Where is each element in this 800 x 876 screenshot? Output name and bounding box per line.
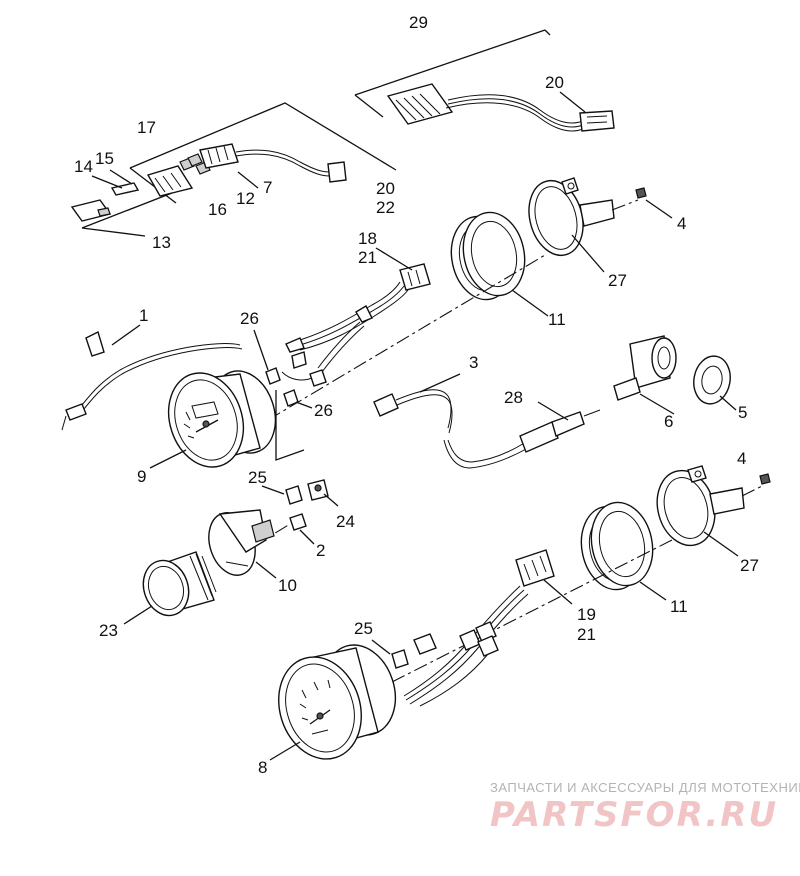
label-11: 11: [670, 597, 688, 616]
harness-19: [403, 549, 555, 707]
label-16: 16: [208, 200, 227, 219]
label-14: 14: [74, 157, 93, 176]
bracket-27-upper: [528, 177, 615, 257]
label-20: 20: [376, 179, 395, 198]
cup-10: [208, 509, 275, 576]
part-labels: 29 20 17 15 14 7 12 16 20 22 13 4 27 18 …: [74, 13, 759, 777]
label-28: 28: [504, 388, 523, 407]
harness-28: [443, 409, 601, 469]
nut-4-upper: [635, 187, 647, 199]
harness-group-17: [129, 102, 397, 204]
label-13: 13: [152, 233, 171, 252]
label-2: 2: [316, 541, 325, 560]
label-5: 5: [738, 403, 747, 422]
label-21: 21: [358, 248, 377, 267]
label-29: 29: [409, 13, 428, 32]
label-10: 10: [278, 576, 297, 595]
label-25: 25: [354, 619, 373, 638]
label-7: 7: [263, 178, 272, 197]
label-27: 27: [740, 556, 759, 575]
label-19: 19: [577, 605, 596, 624]
label-22: 22: [376, 198, 395, 217]
label-15: 15: [95, 149, 114, 168]
label-1: 1: [139, 306, 148, 325]
drive-6: [613, 335, 677, 401]
label-17: 17: [137, 118, 156, 137]
connector-20-mid: [327, 161, 347, 183]
label-26: 26: [240, 309, 259, 328]
label-6: 6: [664, 412, 673, 431]
label-3: 3: [469, 353, 478, 372]
watermark-caption: ЗАПЧАСТИ И АКСЕССУАРЫ ДЛЯ МОТОТЕХНИКИ: [490, 780, 800, 795]
label-27: 27: [608, 271, 627, 290]
label-26: 26: [314, 401, 333, 420]
label-4: 4: [737, 449, 746, 468]
label-18: 18: [358, 229, 377, 248]
label-9: 9: [137, 467, 146, 486]
nut-4-lower: [759, 473, 771, 485]
bulb-25-upper: [261, 485, 303, 505]
socket-24: [307, 479, 339, 507]
label-12: 12: [236, 189, 255, 208]
speedometer-9: [167, 370, 277, 468]
label-20: 20: [545, 73, 564, 92]
nut-2: [289, 513, 315, 545]
label-25: 25: [248, 468, 267, 487]
label-11: 11: [548, 310, 566, 329]
harness-18: [281, 263, 431, 387]
fuse-15: [110, 182, 140, 196]
bulb-25-lower: [371, 639, 409, 669]
sensor-cable-1: [61, 331, 243, 431]
bezel-11-lower: [580, 501, 654, 591]
bezel-11-upper: [450, 211, 526, 301]
watermark: ЗАПЧАСТИ И АКСЕССУАРЫ ДЛЯ МОТОТЕХНИКИ PA…: [490, 780, 800, 835]
washer-5: [693, 355, 731, 405]
connector-16: [146, 165, 194, 197]
watermark-logo: PARTSFOR.RU: [490, 795, 778, 835]
label-21: 21: [577, 625, 596, 644]
harness-group-29: [354, 29, 615, 132]
bulbs-26: [265, 367, 299, 407]
connector-20-top: [579, 110, 615, 132]
connector-7: [199, 143, 239, 169]
fuse-group-13: [70, 169, 173, 237]
label-23: 23: [99, 621, 118, 640]
label-8: 8: [258, 758, 267, 777]
gauge-23: [142, 551, 217, 617]
label-24: 24: [336, 512, 355, 531]
tachometer-8: [278, 644, 397, 760]
fuse-holder-14: [70, 199, 112, 222]
connector-block-29: [386, 83, 454, 125]
label-4: 4: [677, 214, 686, 233]
bracket-27-lower: [656, 465, 745, 547]
sender-3: [373, 389, 453, 434]
